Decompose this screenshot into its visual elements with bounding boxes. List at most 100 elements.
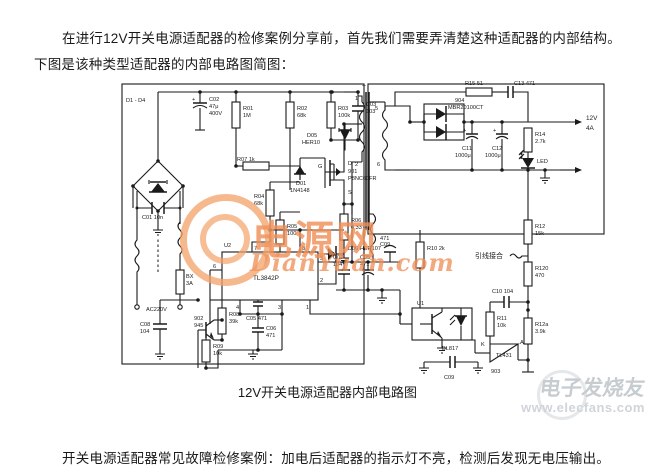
svg-text:2: 2 — [355, 162, 358, 168]
svg-text:R15 51: R15 51 — [465, 81, 483, 87]
svg-text:C05 471: C05 471 — [246, 316, 267, 322]
svg-text:R09: R09 — [213, 344, 223, 350]
svg-text:1: 1 — [306, 305, 309, 311]
svg-text:C11: C11 — [462, 146, 472, 152]
svg-text:R01: R01 — [243, 106, 253, 112]
svg-text:R03: R03 — [338, 106, 348, 112]
svg-text:68k: 68k — [254, 201, 263, 207]
svg-text:D1 - D4: D1 - D4 — [126, 98, 145, 104]
svg-text:C09: C09 — [444, 375, 454, 381]
svg-text:471: 471 — [380, 236, 389, 242]
svg-text:104: 104 — [140, 329, 149, 335]
svg-text:15k: 15k — [535, 231, 544, 237]
svg-text:S: S — [348, 190, 352, 196]
svg-text:104: 104 — [333, 262, 342, 268]
svg-text:P8NC60FR: P8NC60FR — [348, 176, 377, 182]
svg-text:R08: R08 — [229, 312, 239, 318]
svg-text:R07 1k: R07 1k — [237, 157, 255, 163]
svg-text:0.33: 0.33 — [351, 225, 362, 231]
svg-text:D06 HER107: D06 HER107 — [348, 246, 381, 252]
svg-text:+: + — [192, 97, 195, 103]
svg-text:D05: D05 — [307, 133, 317, 139]
svg-text:4A: 4A — [586, 125, 595, 132]
svg-text:10k: 10k — [497, 323, 506, 329]
svg-text:C09: C09 — [380, 242, 390, 248]
svg-text:G: G — [318, 164, 322, 170]
svg-text:BL817: BL817 — [442, 346, 458, 352]
svg-text:C12: C12 — [492, 146, 502, 152]
svg-text:1N4148: 1N4148 — [290, 188, 310, 194]
svg-text:T: T — [362, 85, 366, 92]
svg-text:5: 5 — [375, 106, 378, 112]
closing-paragraph: 开关电源适配器常见故障检修案例：加电后适配器的指示灯不亮，检测后发现无电压输出。 — [62, 450, 610, 466]
svg-text:C03: C03 — [366, 102, 376, 108]
svg-text:103: 103 — [366, 109, 375, 115]
svg-text:C02: C02 — [209, 97, 219, 103]
svg-text:1000μ: 1000μ — [485, 153, 501, 159]
svg-text:U1: U1 — [417, 301, 424, 307]
svg-text:R120: R120 — [535, 266, 548, 272]
svg-text:3: 3 — [278, 305, 281, 311]
svg-text:1000μ: 1000μ — [455, 153, 471, 159]
svg-text:R05: R05 — [287, 224, 297, 230]
svg-text:LED: LED — [537, 159, 548, 165]
svg-text:MBR20100CT: MBR20100CT — [448, 105, 484, 111]
svg-text:引线接合: 引线接合 — [475, 251, 503, 260]
svg-text:D01: D01 — [296, 181, 306, 187]
svg-text:R10 2k: R10 2k — [427, 246, 445, 252]
svg-text:903: 903 — [491, 369, 500, 375]
svg-text:2: 2 — [320, 278, 323, 284]
svg-text:A: A — [520, 340, 524, 346]
svg-text:U2: U2 — [224, 243, 231, 249]
svg-text:TL3842P: TL3842P — [253, 275, 279, 282]
svg-text:68k: 68k — [297, 113, 306, 119]
svg-text:6: 6 — [377, 162, 380, 168]
svg-text:R02: R02 — [297, 106, 307, 112]
svg-text:8: 8 — [302, 246, 305, 252]
svg-text:2.7k: 2.7k — [535, 139, 546, 145]
svg-text:7: 7 — [254, 246, 257, 252]
svg-text:902: 902 — [194, 316, 203, 322]
svg-text:TL431: TL431 — [496, 353, 512, 359]
svg-text:904: 904 — [455, 98, 464, 104]
svg-text:471: 471 — [266, 333, 275, 339]
circuit-diagram-figure: .w{stroke:#1a1a1a;stroke-width:1.1;fill:… — [0, 62, 655, 382]
svg-text:100: 100 — [287, 231, 296, 237]
svg-text:400V: 400V — [209, 111, 222, 117]
figure-caption: 12V开关电源适配器内部电路图 — [237, 385, 418, 400]
svg-text:R04: R04 — [254, 194, 264, 200]
svg-text:945: 945 — [194, 323, 203, 329]
svg-text:470: 470 — [535, 273, 544, 279]
circuit-schematic-svg: .w{stroke:#1a1a1a;stroke-width:1.1;fill:… — [121, 81, 605, 381]
svg-text:C06: C06 — [266, 326, 276, 332]
watermark-elecfans-url: www.elecfans.com — [521, 400, 645, 415]
svg-text:6: 6 — [213, 264, 216, 270]
svg-text:R12: R12 — [535, 224, 545, 230]
svg-text:901: 901 — [348, 169, 357, 175]
svg-text:47μ: 47μ — [209, 104, 218, 110]
svg-text:3.9k: 3.9k — [535, 329, 546, 335]
svg-text:HER10: HER10 — [302, 140, 320, 146]
svg-text:3A: 3A — [186, 281, 193, 287]
svg-text:C13 471: C13 471 — [514, 81, 535, 87]
svg-text:39k: 39k — [229, 319, 238, 325]
svg-text:R11: R11 — [497, 316, 507, 322]
svg-text:R06: R06 — [351, 218, 361, 224]
svg-text:C05: C05 — [360, 255, 370, 261]
svg-text:5: 5 — [320, 256, 323, 262]
svg-text:1: 1 — [355, 96, 358, 102]
svg-text:C07: C07 — [333, 255, 343, 261]
svg-text:BX: BX — [186, 274, 194, 280]
svg-text:R12a: R12a — [535, 322, 549, 328]
svg-text:R14: R14 — [535, 132, 545, 138]
svg-text:1M: 1M — [243, 113, 251, 119]
intro-paragraph: 在进行12V开关电源适配器的检修案例分享前，首先我们需要弄清楚这种适配器的内部结… — [34, 30, 621, 72]
svg-text:C08: C08 — [140, 322, 150, 328]
svg-text:C01 10n: C01 10n — [142, 215, 163, 221]
svg-text:12V: 12V — [586, 115, 598, 122]
svg-text:C10 104: C10 104 — [492, 289, 513, 295]
svg-text:K: K — [481, 342, 485, 348]
svg-text:AC220V: AC220V — [146, 307, 167, 313]
svg-text:+: + — [493, 128, 496, 134]
